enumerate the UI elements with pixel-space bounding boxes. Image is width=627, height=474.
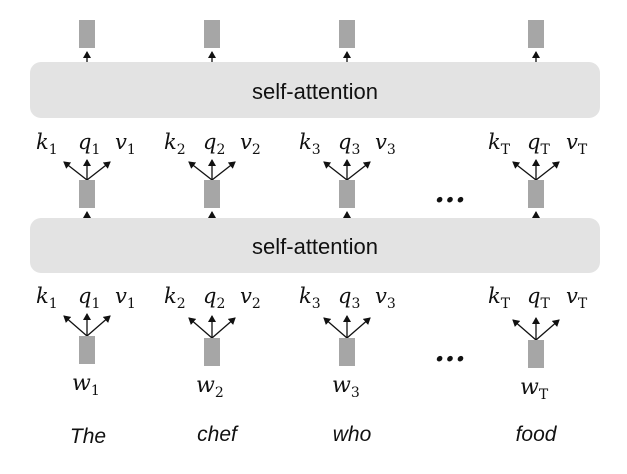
- input-symbol: w3: [332, 373, 360, 401]
- input-symbol: w2: [196, 373, 224, 401]
- self-attention-layer-2: [30, 62, 600, 118]
- hidden-box-2: [204, 180, 220, 208]
- input-box-1: [79, 336, 95, 364]
- key-label: kT: [488, 284, 511, 312]
- layer-2-label: self-attention: [252, 79, 378, 104]
- key-label: k2: [164, 130, 186, 158]
- value-label: vT: [566, 284, 588, 312]
- query-label: q2: [203, 130, 225, 158]
- query-label: q1: [78, 284, 100, 312]
- fan-arrows-upper: [63, 159, 560, 181]
- hidden-box-1: [79, 180, 95, 208]
- query-label: q1: [78, 130, 100, 158]
- query-label: q2: [203, 284, 225, 312]
- value-label: v2: [240, 130, 261, 158]
- ellipsis-upper: ...: [434, 175, 465, 210]
- input-symbol: w1: [72, 371, 100, 399]
- kqv-row-upper: k1 q1 v1 k2 q2 v2 k3 q3 v3 kT qT vT: [36, 130, 588, 158]
- hidden-box-T: [528, 180, 544, 208]
- query-label: qT: [527, 130, 550, 158]
- key-label: k3: [299, 130, 321, 158]
- input-symbols: w1 w2 w3 wT: [72, 371, 549, 403]
- input-box-3: [339, 338, 355, 366]
- input-symbol: wT: [520, 375, 549, 403]
- value-label: v2: [240, 284, 261, 312]
- self-attention-layer-1: [30, 218, 600, 273]
- output-box-T: [528, 20, 544, 48]
- input-box-2: [204, 338, 220, 366]
- query-label: qT: [527, 284, 550, 312]
- value-label: v1: [115, 130, 136, 158]
- hidden-box-3: [339, 180, 355, 208]
- input-box-T: [528, 340, 544, 368]
- word-token: food: [516, 423, 558, 446]
- query-label: q3: [338, 130, 360, 158]
- output-box-3: [339, 20, 355, 48]
- value-label: v3: [375, 130, 396, 158]
- word-token: who: [333, 423, 372, 446]
- value-label: vT: [566, 130, 588, 158]
- output-box-1: [79, 20, 95, 48]
- fan-arrows-lower: [63, 313, 560, 341]
- output-box-2: [204, 20, 220, 48]
- key-label: k3: [299, 284, 321, 312]
- query-label: q3: [338, 284, 360, 312]
- value-label: v1: [115, 284, 136, 312]
- key-label: k2: [164, 284, 186, 312]
- key-label: kT: [488, 130, 511, 158]
- word-token: chef: [197, 423, 239, 446]
- word-token: The: [70, 425, 106, 448]
- value-label: v3: [375, 284, 396, 312]
- layer-1-label: self-attention: [252, 234, 378, 259]
- key-label: k1: [36, 284, 58, 312]
- ellipsis-lower: ...: [434, 334, 465, 369]
- kqv-row-lower: k1 q1 v1 k2 q2 v2 k3 q3 v3 kT qT vT: [36, 284, 588, 312]
- key-label: k1: [36, 130, 58, 158]
